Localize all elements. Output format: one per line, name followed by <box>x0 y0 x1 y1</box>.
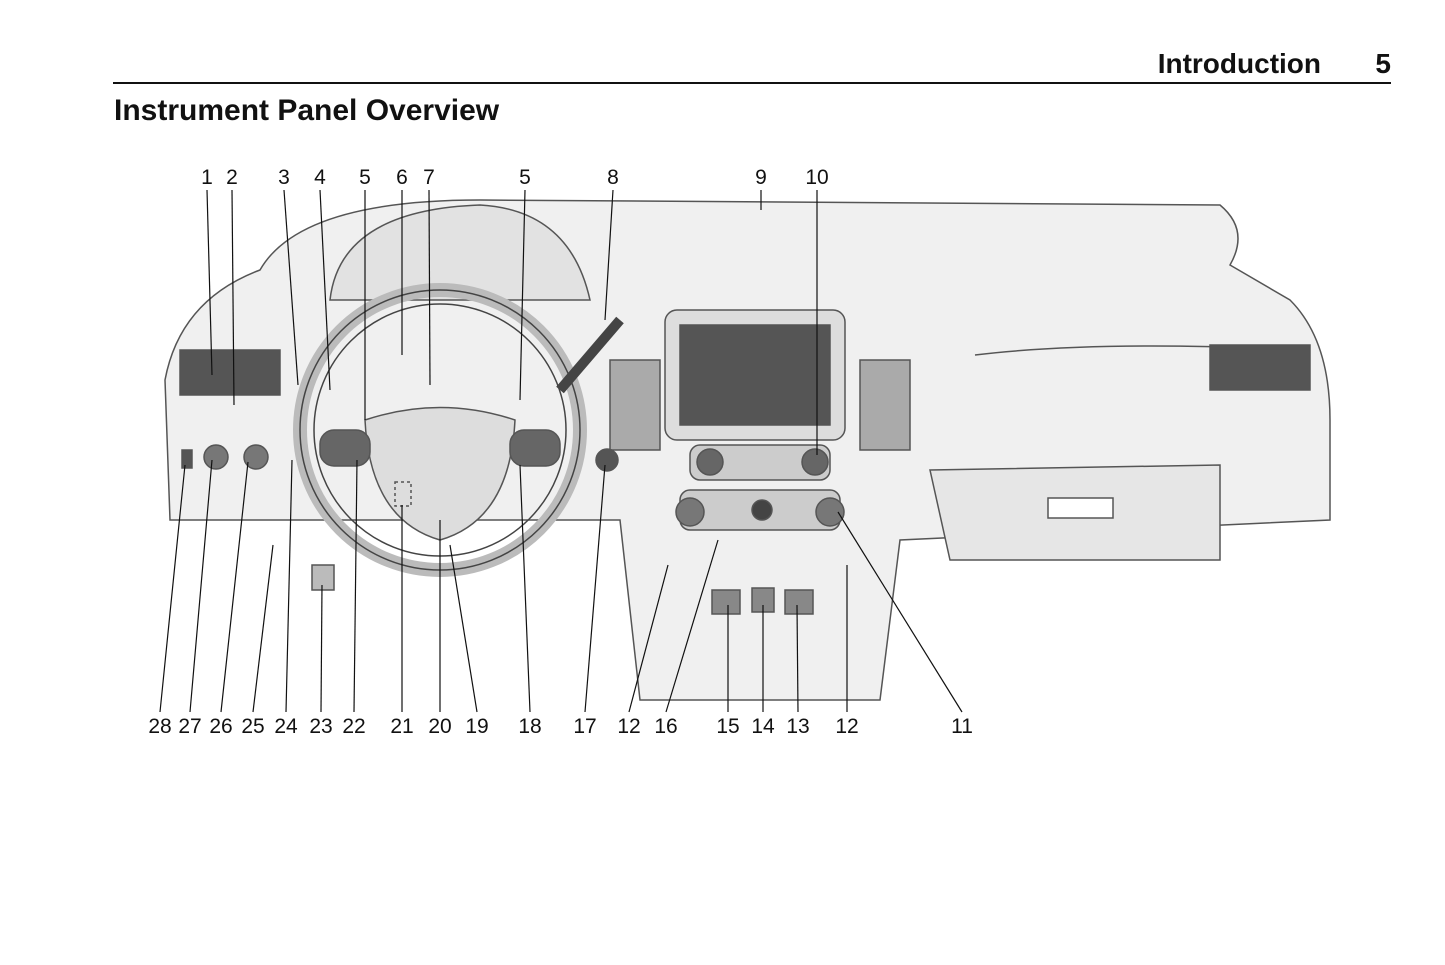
leader-line <box>189 459 213 713</box>
callout-label: 12 <box>835 715 858 738</box>
leader-line <box>604 189 614 321</box>
leader-line <box>837 511 963 713</box>
leader-line <box>665 539 719 713</box>
leader-line <box>428 189 431 386</box>
callout-label: 7 <box>423 166 435 189</box>
leader-line <box>283 189 299 386</box>
callout-label: 2 <box>226 166 238 189</box>
callout-label: 11 <box>951 715 973 738</box>
callout-label: 22 <box>342 715 365 738</box>
leader-line <box>220 461 249 713</box>
callout-label: 26 <box>209 715 232 738</box>
callout-label: 27 <box>178 715 201 738</box>
leader-line <box>519 189 526 401</box>
callout-label: 24 <box>274 715 298 738</box>
callout-label: 28 <box>148 715 171 738</box>
leader-line <box>285 459 293 713</box>
leader-line <box>320 584 323 713</box>
leader-line <box>252 544 274 713</box>
callout-label: 6 <box>396 166 408 189</box>
page-number: 5 <box>1375 48 1391 79</box>
leader-line <box>231 189 235 406</box>
callout-label: 5 <box>359 166 371 189</box>
callout-label: 12 <box>617 715 640 738</box>
page-title: Instrument Panel Overview <box>114 94 500 127</box>
callout-label: 18 <box>518 715 541 738</box>
leader-line <box>449 544 478 713</box>
running-header-section: Introduction <box>1157 48 1321 79</box>
callout-label: 4 <box>314 166 326 189</box>
callout-label: 9 <box>755 166 767 189</box>
callout-label: 17 <box>573 715 596 738</box>
leader-line <box>159 464 186 713</box>
callout-label: 5 <box>519 166 531 189</box>
callout-label: 20 <box>428 715 451 738</box>
header-rule <box>113 82 1391 84</box>
callout-label: 25 <box>241 715 264 738</box>
callout-label: 10 <box>805 166 828 189</box>
leader-line <box>796 604 799 713</box>
callout-label: 8 <box>607 166 619 189</box>
callout-label: 21 <box>390 715 413 738</box>
callout-label: 13 <box>786 715 809 738</box>
callout-label: 19 <box>465 715 488 738</box>
callout-label: 1 <box>201 166 213 189</box>
leader-line <box>519 464 531 713</box>
callout-label: 16 <box>654 715 677 738</box>
leader-line <box>584 464 606 713</box>
leader-line <box>353 459 358 713</box>
callout-label: 3 <box>278 166 290 189</box>
callout-label: 15 <box>716 715 739 738</box>
callout-label: 23 <box>309 715 332 738</box>
leader-line <box>206 189 213 376</box>
callout-label: 14 <box>751 715 775 738</box>
leader-line <box>319 189 331 391</box>
leader-line <box>628 564 669 713</box>
